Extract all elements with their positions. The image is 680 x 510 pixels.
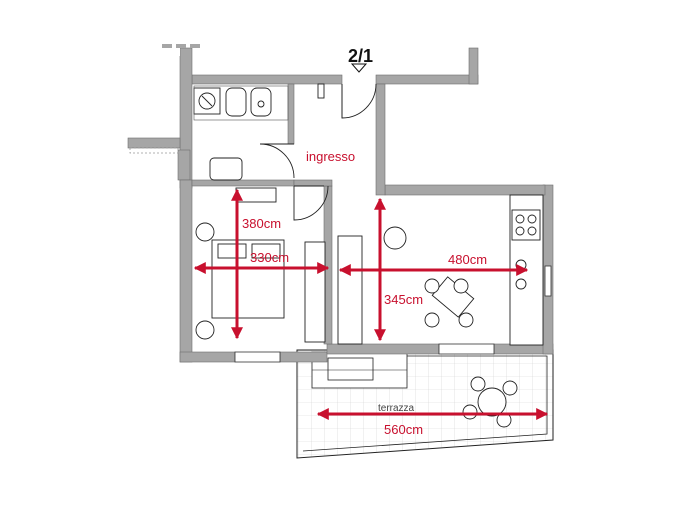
labels: ingresso 380cm 330cm 480cm 345cm terrazz… bbox=[242, 149, 487, 437]
cabinet bbox=[337, 235, 363, 345]
bidet-icon bbox=[225, 87, 247, 117]
terrace bbox=[296, 349, 554, 459]
dimension-lines bbox=[193, 188, 549, 420]
wardrobe bbox=[235, 187, 277, 203]
terrace-table bbox=[477, 387, 507, 417]
dimension-label-living-depth: 345cm bbox=[384, 292, 423, 307]
room-label-entrance: ingresso bbox=[306, 149, 355, 164]
living-furniture bbox=[337, 194, 544, 346]
chair-icon bbox=[458, 312, 474, 328]
unit-label: 2/1 bbox=[348, 46, 373, 66]
nightstand-icon bbox=[195, 222, 215, 242]
chair-icon bbox=[502, 380, 518, 396]
walls bbox=[127, 47, 554, 363]
chair-icon bbox=[424, 278, 440, 294]
unit-marker: 2/1 bbox=[348, 46, 373, 73]
bathroom-fixtures bbox=[193, 85, 289, 181]
bedroom-furniture bbox=[195, 187, 326, 343]
dimension-label-bedroom-width: 330cm bbox=[250, 250, 289, 265]
nightstand-icon bbox=[195, 320, 215, 340]
armchair-icon bbox=[383, 226, 407, 250]
windows bbox=[129, 147, 552, 363]
doors bbox=[259, 83, 377, 221]
stove-icon bbox=[511, 209, 541, 241]
room-label-terrace: terrazza bbox=[378, 403, 415, 414]
chair-icon bbox=[470, 376, 486, 392]
chair-icon bbox=[424, 312, 440, 328]
top-left-stub bbox=[162, 44, 200, 48]
dimension-label-bedroom-depth: 380cm bbox=[242, 216, 281, 231]
shower-tray bbox=[209, 157, 243, 181]
chair-icon bbox=[453, 278, 469, 294]
dimension-label-living-width: 480cm bbox=[448, 252, 487, 267]
desk bbox=[304, 241, 326, 343]
dimension-label-terrace-width: 560cm bbox=[384, 422, 423, 437]
chair-icon bbox=[462, 404, 478, 420]
